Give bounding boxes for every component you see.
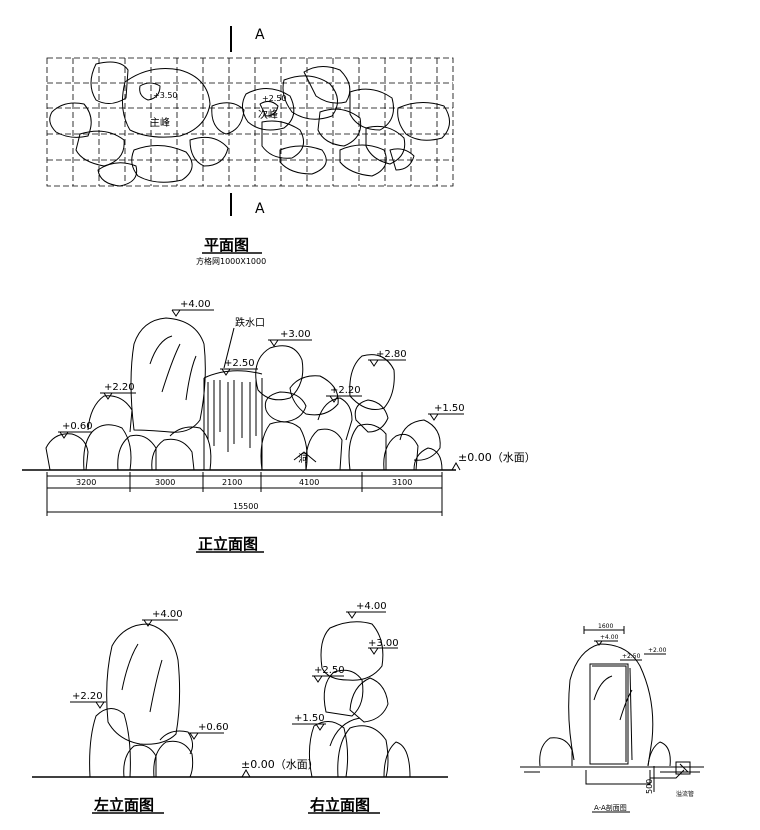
front-level-2-20-left: +2.20 xyxy=(104,382,135,393)
section-rock-outlines xyxy=(539,643,691,785)
left-level-0-60: +0.60 xyxy=(198,722,229,733)
plan-label-main-peak: 主峰 xyxy=(150,117,170,129)
front-dim-total: 15500 xyxy=(233,502,258,511)
right-level-4-00: +4.00 xyxy=(356,601,387,612)
plan-subtitle: 方格网1000X1000 xyxy=(196,256,266,266)
section-title: A-A剖面图 xyxy=(594,803,627,812)
plan-level-sub: +2.50 xyxy=(262,94,287,103)
plan-grid xyxy=(46,57,454,187)
plan-rock-outlines xyxy=(49,61,450,187)
front-level-markers: +4.00 +3.00 +2.80 +2.20 +2.50 +2.20 +1.5… xyxy=(58,299,465,439)
front-dim-1: 3200 xyxy=(76,478,96,487)
left-level-2-20: +2.20 xyxy=(72,691,103,702)
front-rock-outlines xyxy=(45,317,443,471)
plan-view: A A xyxy=(46,26,454,266)
front-level-1-50: +1.50 xyxy=(434,403,465,414)
left-level-4-00: +4.00 xyxy=(152,609,183,620)
section-letter-bottom: A xyxy=(255,201,265,217)
front-level-4-00: +4.00 xyxy=(180,299,211,310)
front-level-2-80: +2.80 xyxy=(376,349,407,360)
front-note-waterfall: 跌水口 xyxy=(235,316,265,329)
section-level-2-50: +2.50 xyxy=(622,653,641,660)
front-title: 正立面图 xyxy=(198,535,258,553)
section-note-overflow: 溢流管 xyxy=(676,790,694,798)
section-a-a: 1600 +4.00 +2.50 +2.00 500 溢流管 A-A剖面图 xyxy=(520,623,704,813)
right-elevation: +4.00 +3.00 +2.50 +1.50 右立面图 xyxy=(292,601,411,814)
left-title: 左立面图 xyxy=(93,796,154,814)
plan-title: 平面图 xyxy=(204,236,249,254)
water-level-symbol xyxy=(451,461,461,471)
section-level-4-00: +4.00 xyxy=(600,634,619,641)
section-dim-top: 1600 xyxy=(598,623,613,630)
front-note-water: ±0.00（水面） xyxy=(458,451,536,464)
right-title: 右立面图 xyxy=(310,796,370,814)
right-level-2-50: +2.50 xyxy=(314,665,345,676)
front-elevation: +4.00 +3.00 +2.80 +2.20 +2.50 +2.20 +1.5… xyxy=(22,299,536,553)
front-level-2-50: +2.50 xyxy=(224,358,255,369)
front-dim-4: 4100 xyxy=(299,478,319,487)
section-dim-side: 500 xyxy=(645,779,654,794)
front-dimension-chain: 3200 3000 2100 4100 3100 15500 xyxy=(46,472,443,516)
front-level-2-20-right: +2.20 xyxy=(330,385,361,396)
section-letter-top: A xyxy=(255,27,265,43)
plan-label-sub-peak: 次峰 xyxy=(258,108,278,121)
section-level-2-00: +2.00 xyxy=(648,647,667,654)
right-rock-outlines xyxy=(308,621,411,778)
front-level-0-60: +0.60 xyxy=(62,421,93,432)
front-dim-3: 2100 xyxy=(222,478,242,487)
left-note-water: ±0.00（水面） xyxy=(241,758,319,771)
right-level-1-50: +1.50 xyxy=(294,713,325,724)
front-dim-2: 3000 xyxy=(155,478,175,487)
plan-level-main: +3.50 xyxy=(153,91,178,100)
waterfall-leader xyxy=(223,327,235,369)
front-dim-5: 3100 xyxy=(392,478,412,487)
right-level-3-00: +3.00 xyxy=(368,638,399,649)
front-note-cave: 洞 xyxy=(298,453,308,465)
front-level-3-00: +3.00 xyxy=(280,329,311,340)
left-elevation: +4.00 +2.20 +0.60 ±0.00（水面） 左立面图 xyxy=(32,609,448,814)
left-rock-outlines xyxy=(89,623,194,778)
